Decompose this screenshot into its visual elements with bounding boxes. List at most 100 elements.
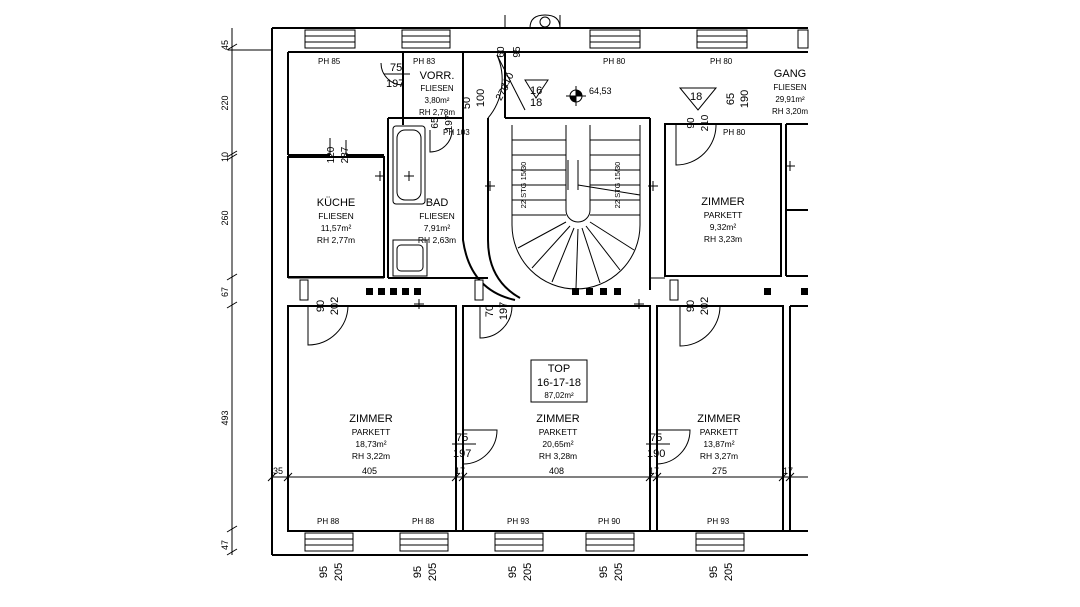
room-name: VORR. [420,70,455,82]
staircase [511,125,641,290]
dim-stair-60: 60 [496,46,507,58]
ph-top-3: PH 80 [603,57,626,66]
dim-zne-90: 90 [686,117,697,129]
room-floor: PARKETT [704,210,743,220]
room-height: RH 3,27m [700,451,738,461]
dim-kitchen-120: 120 [326,146,337,163]
dim-408: 408 [549,466,564,476]
dim-bottom-4a: 95 [598,566,610,578]
door-swings [307,54,721,465]
dim-405: 405 [362,466,377,476]
dim-s-197: 197 [498,302,510,320]
dim-bottom-5a: 95 [708,566,720,578]
room-area: 9,32m² [710,222,737,232]
dim-bottom-3a: 95 [507,566,519,578]
room-height: RH 3,23m [704,234,742,244]
dim-right-75: 75 [650,432,662,444]
unit-top-label: TOP [548,363,570,375]
ph-top-1: PH 85 [318,57,341,66]
dim-sw-202: 202 [329,297,341,315]
dim-10: 10 [220,152,230,162]
dim-right-190: 190 [647,448,665,460]
room-area: 7,91m² [424,223,451,233]
room-zimmer-se: ZIMMER PARKETT 13,87m² RH 3,27m [697,413,740,461]
stair-label-left: 22 STG 15/30 [519,162,528,209]
ph-bottom-1: PH 88 [317,517,340,526]
unit-numbers: 16-17-18 [537,377,581,389]
dim-bottom-4b: 205 [613,563,625,581]
level-mark: 64,53 [589,86,612,96]
ph-top-2: PH 83 [413,57,436,66]
room-gang: GANG FLIESEN 29,91m² RH 3,20m [772,68,808,116]
dim-sw-90: 90 [315,300,327,312]
dim-mid-197: 197 [453,448,471,460]
dim-bottom-5b: 205 [723,563,735,581]
inner-dimension-chain: 35 405 17 408 17 275 17 [267,466,808,482]
room-height: RH 2,77m [317,235,355,245]
dim-vorr-w: 75 [390,62,402,74]
dim-bottom-1b: 205 [333,563,345,581]
room-floor: FLIESEN [318,211,353,221]
dim-17c: 17 [783,466,793,476]
dim-gang-h: 190 [739,90,751,108]
room-floor: FLIESEN [420,84,454,93]
bottom-windows [304,532,745,552]
room-name: ZIMMER [697,413,740,425]
room-floor: PARKETT [700,427,739,437]
room-area: 18,73m² [355,439,386,449]
dim-47: 47 [220,540,230,550]
outlet-marks [375,161,795,309]
dim-arrow-18a: 18 [530,97,542,109]
dim-17b: 17 [649,466,659,476]
dim-s-70: 70 [484,305,496,317]
dim-67: 67 [220,287,230,297]
room-floor: PARKETT [352,427,391,437]
room-area: 13,87m² [703,439,734,449]
direction-markers [524,79,718,111]
room-floor: FLIESEN [773,83,807,92]
room-name: GANG [774,68,806,80]
dim-hall-50: 50 [461,97,473,109]
dim-mid-75: 75 [456,432,468,444]
room-name: ZIMMER [536,413,579,425]
room-floor: PARKETT [539,427,578,437]
dim-493: 493 [220,410,230,425]
room-name: ZIMMER [701,196,744,208]
unit-title-box: TOP 16-17-18 87,02m² [530,359,588,403]
dim-bottom-2a: 95 [412,566,424,578]
room-zimmer-sw: ZIMMER PARKETT 18,73m² RH 3,22m [349,413,392,461]
bottom-dimensions: 95 205 95 205 95 205 95 205 95 205 [318,563,735,581]
room-area: 20,65m² [542,439,573,449]
room-name: ZIMMER [349,413,392,425]
dim-35: 35 [273,466,283,476]
ph-bottom-4: PH 90 [598,517,621,526]
room-vorr: VORR. FLIESEN 3,80m² RH 2,78m [419,70,455,117]
ph-bottom-3: PH 93 [507,517,530,526]
dim-kitchen-287: 287 [340,146,351,163]
ph-top-4: PH 80 [710,57,733,66]
room-height: RH 3,20m [772,107,808,116]
room-floor: FLIESEN [419,211,454,221]
stair-label-right: 22 STG 15/30 [613,162,622,209]
left-dimension-chain: 45 220 10 260 67 493 47 [220,28,272,556]
dim-45: 45 [220,40,230,50]
room-height: RH 3,22m [352,451,390,461]
dim-bath-65: 65 [430,117,441,129]
dim-arrow-16: 16 [530,85,542,97]
dim-bottom-2b: 205 [427,563,439,581]
door-dimensions: 75 197 60 95 110 270 16 18 18 50 100 65 … [315,46,751,460]
room-height: RH 2,78m [419,108,455,117]
dim-se-90: 90 [685,300,697,312]
dim-bottom-1a: 95 [318,566,330,578]
dim-220: 220 [220,95,230,110]
dim-gang-w: 65 [725,93,737,105]
dim-275: 275 [712,466,727,476]
room-area: 29,91m² [775,95,805,104]
room-area: 11,57m² [321,223,352,233]
dim-zne-210: 210 [700,114,711,131]
ph-bottom-2: PH 88 [412,517,435,526]
room-bad: BAD FLIESEN 7,91m² RH 2,63m [418,197,456,245]
dim-vorr-h: 197 [386,78,404,90]
dim-bath-197: 197 [444,114,455,131]
top-windows [304,14,809,49]
